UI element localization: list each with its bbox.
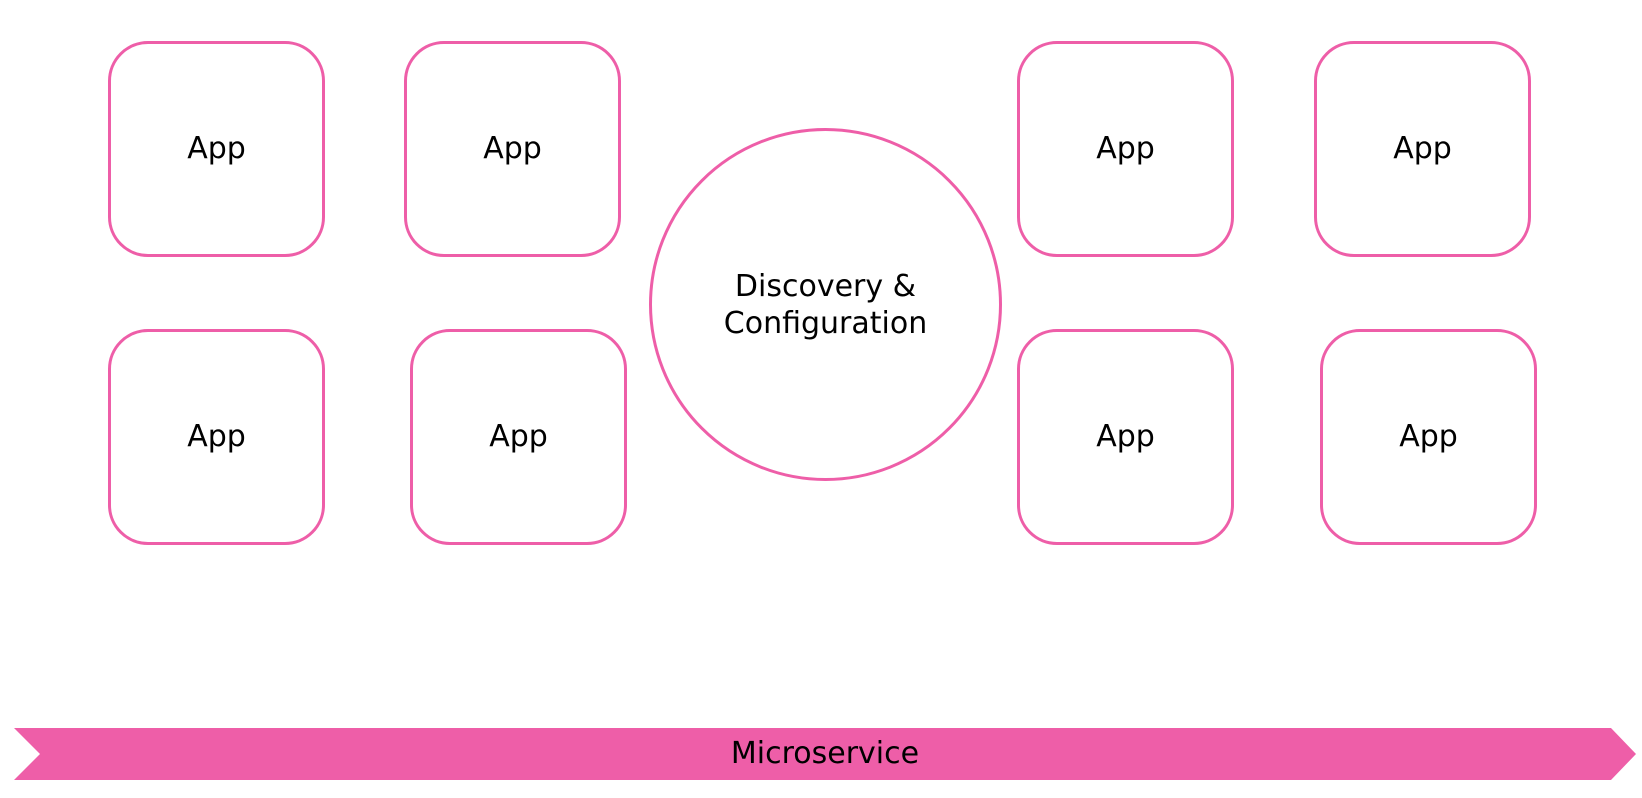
app-node-bottom-left-2: App <box>410 329 627 545</box>
app-node-bottom-left-1: App <box>108 329 325 545</box>
hub-label-line-2: Configuration <box>723 305 928 341</box>
app-node-bottom-right-1: App <box>1017 329 1234 545</box>
app-node-label: App <box>187 419 246 454</box>
app-node-label: App <box>1393 131 1452 166</box>
app-node-label: App <box>187 131 246 166</box>
banner-arrow-polygon <box>14 728 1636 780</box>
banner-arrow-shape <box>14 728 1636 780</box>
app-node-label: App <box>483 131 542 166</box>
app-node-label: App <box>489 419 548 454</box>
app-node-label: App <box>1096 419 1155 454</box>
hub-label-line-1: Discovery & <box>734 268 917 304</box>
app-node-top-left-1: App <box>108 41 325 257</box>
app-node-top-right-1: App <box>1017 41 1234 257</box>
microservice-label: Microservice <box>730 736 920 771</box>
microservice-banner: Microservice <box>14 728 1636 780</box>
app-node-bottom-right-2: App <box>1320 329 1537 545</box>
app-node-label: App <box>1399 419 1458 454</box>
app-node-label: App <box>1096 131 1155 166</box>
app-node-top-left-2: App <box>404 41 621 257</box>
app-node-top-right-2: App <box>1314 41 1531 257</box>
discovery-configuration-hub: Discovery & Configuration <box>649 128 1002 481</box>
